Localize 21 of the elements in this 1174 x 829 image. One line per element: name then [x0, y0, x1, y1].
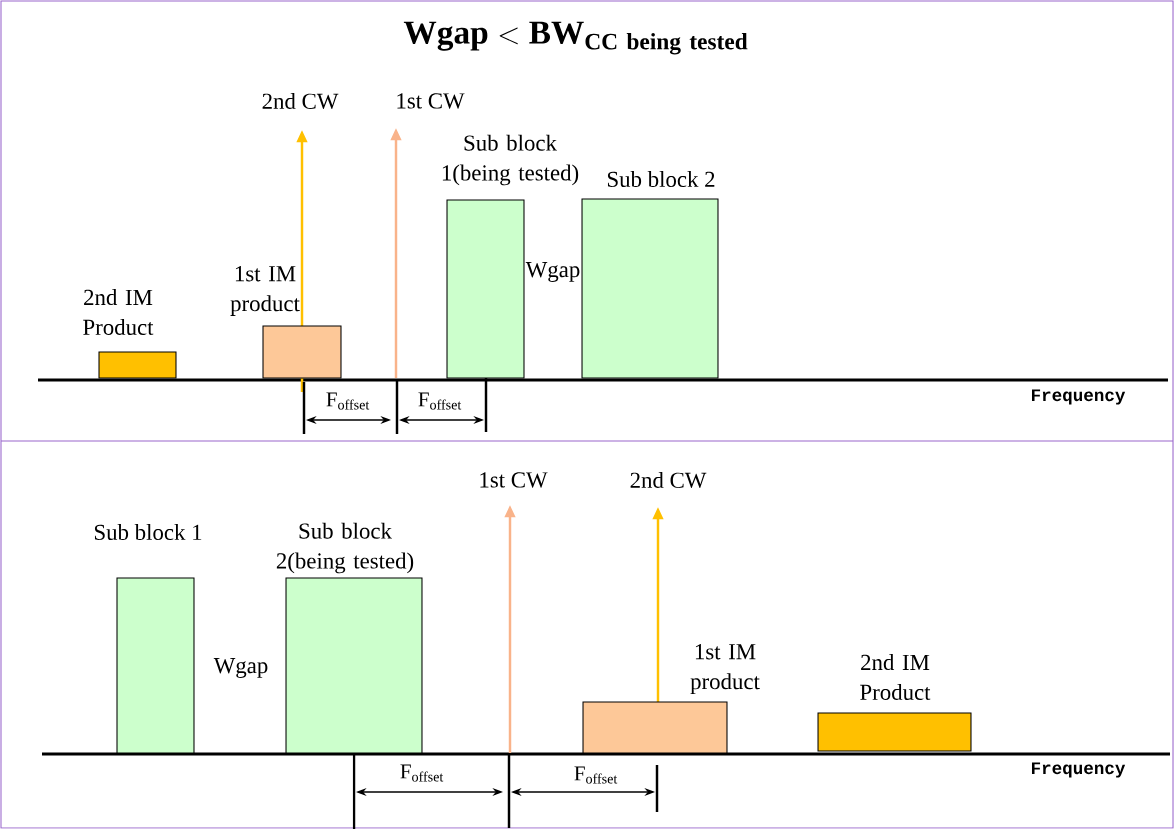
dimension-label: F$_{offset}$	[326, 392, 370, 410]
block-label: Sub block 2	[607, 170, 715, 188]
signal-label: 1st CW	[480, 472, 548, 488]
dimension-label: F$_{offset}$	[418, 392, 462, 410]
title: $\mathbf{Wgap} < \mathbf{BW}_{\mathbf{CC\ being\ tested}}$	[403, 21, 748, 55]
dimension-label: F$_{offset}$	[574, 766, 618, 784]
signal-label: 2nd CW	[630, 471, 707, 489]
block-label: 1st IM product	[230, 266, 300, 316]
block-label: 2nd IM Product	[83, 289, 154, 335]
block-label: Sub block 1	[94, 524, 202, 541]
gap-label: Wgap	[213, 658, 268, 678]
axis-label: Frequency	[1032, 389, 1126, 405]
gap-label: Wgap	[525, 262, 580, 282]
dimension-label: F$_{offset}$	[400, 764, 444, 782]
signal-label: 1st CW	[397, 93, 465, 109]
block-label: Sub block 2(being tested)	[276, 522, 414, 574]
axis-label: Frequency	[1032, 762, 1126, 778]
block-label: 2nd IM Product	[860, 654, 931, 700]
block-label: 1st IM product	[690, 644, 760, 694]
block-label: Sub block 1(being tested)	[442, 134, 579, 186]
signal-label: 2nd CW	[262, 92, 339, 110]
